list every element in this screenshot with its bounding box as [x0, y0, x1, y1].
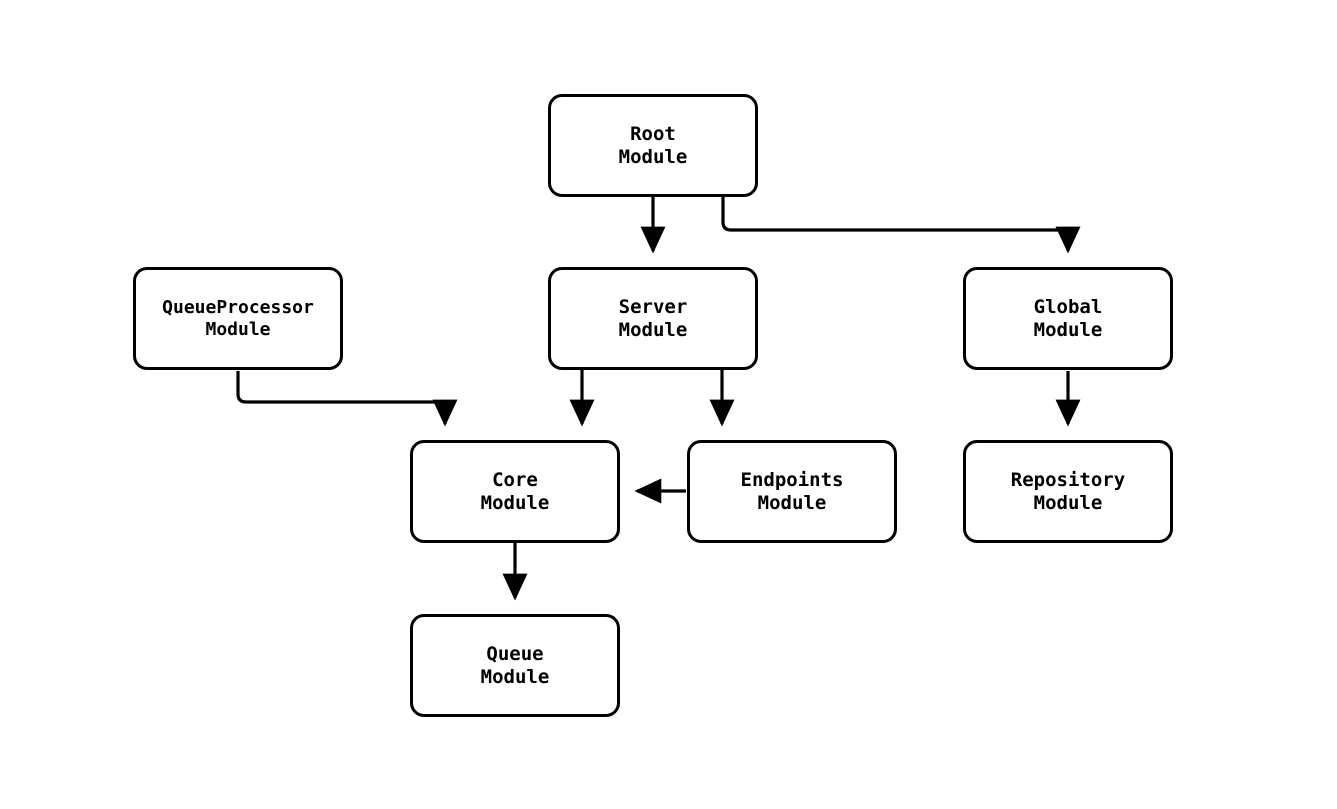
node-endpoints-module-label: Endpoints Module — [740, 469, 844, 514]
node-repository-module[interactable]: Repository Module — [963, 440, 1173, 543]
node-queue-module-label: Queue Module — [480, 643, 550, 688]
node-queueprocessor-module-label: QueueProcessor Module — [162, 297, 314, 340]
node-endpoints-module[interactable]: Endpoints Module — [687, 440, 897, 543]
node-repository-module-label: Repository Module — [1010, 469, 1126, 514]
node-core-module-label: Core Module — [480, 469, 550, 514]
node-root-module-label: Root Module — [618, 123, 688, 168]
node-server-module[interactable]: Server Module — [548, 267, 758, 370]
node-queue-module[interactable]: Queue Module — [410, 614, 620, 717]
node-core-module[interactable]: Core Module — [410, 440, 620, 543]
edge-root-global — [721, 197, 1081, 254]
node-server-module-label: Server Module — [618, 296, 688, 341]
node-global-module-label: Global Module — [1033, 296, 1103, 341]
node-queueprocessor-module[interactable]: QueueProcessor Module — [133, 267, 343, 370]
node-root-module[interactable]: Root Module — [548, 94, 758, 197]
node-global-module[interactable]: Global Module — [963, 267, 1173, 370]
edge-queueprocessor-core — [236, 371, 458, 427]
